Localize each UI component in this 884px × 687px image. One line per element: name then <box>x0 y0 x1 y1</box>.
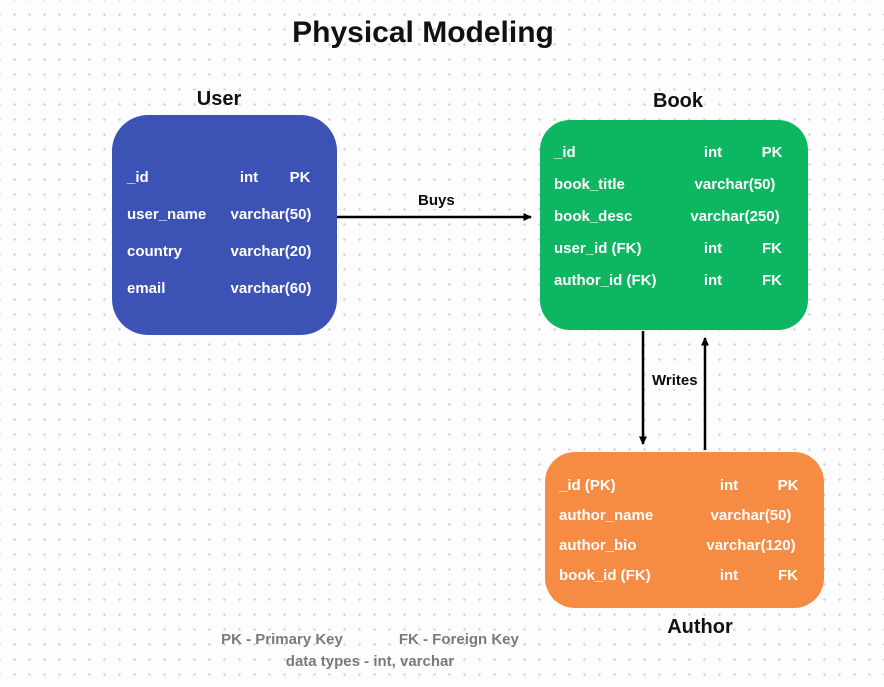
page-title: Physical Modeling <box>292 16 554 49</box>
field-name: _id (PK) <box>559 476 616 494</box>
table-row: _id int PK <box>127 159 322 196</box>
book-table-label[interactable]: Book <box>653 90 703 112</box>
field-key: FK <box>762 239 782 257</box>
field-type: int <box>703 239 723 257</box>
field-type: varchar(120) <box>706 536 796 554</box>
field-key: PK <box>289 169 311 186</box>
field-type: varchar(50) <box>710 506 792 524</box>
field-type: varchar(20) <box>230 243 312 260</box>
table-row: user_name varchar(50) <box>127 196 322 233</box>
field-name: user_id (FK) <box>554 239 642 257</box>
field-name: author_id (FK) <box>554 271 657 289</box>
field-type: varchar(50) <box>694 175 776 193</box>
field-type: int <box>703 143 723 161</box>
field-type: int <box>703 271 723 289</box>
field-name: email <box>127 280 166 297</box>
field-key: PK <box>777 476 799 494</box>
field-type: int <box>239 169 259 186</box>
book-table[interactable]: _id int PK book_title varchar(50) book_de… <box>540 120 808 330</box>
table-row: email varchar(60) <box>127 270 322 307</box>
field-type: varchar(60) <box>230 280 312 297</box>
writes-relationship-label[interactable]: Writes <box>649 372 701 389</box>
field-name: author_name <box>559 506 654 524</box>
field-name: book_desc <box>554 207 633 225</box>
field-name: _id <box>554 143 576 161</box>
legend-fk: FK - Foreign Key <box>398 631 519 648</box>
field-name: country <box>127 243 183 260</box>
buys-relationship-label[interactable]: Buys <box>415 192 458 209</box>
legend-pk: PK - Primary Key <box>221 631 343 648</box>
table-row: author_name varchar(50) <box>559 500 810 530</box>
table-row: country varchar(20) <box>127 233 322 270</box>
user-table-label[interactable]: User <box>196 88 242 110</box>
field-key: PK <box>761 143 783 161</box>
field-name: user_name <box>127 206 207 223</box>
field-type: varchar(250) <box>690 207 780 225</box>
table-row: book_desc varchar(250) <box>554 200 794 232</box>
table-row: book_title varchar(50) <box>554 168 794 200</box>
table-row: author_id (FK) int FK <box>554 264 794 296</box>
table-row: _id int PK <box>554 136 794 168</box>
table-row: author_bio varchar(120) <box>559 530 810 560</box>
field-name: book_title <box>554 175 625 193</box>
field-type: int <box>719 476 739 494</box>
field-key: FK <box>778 566 798 584</box>
field-key: FK <box>762 271 782 289</box>
field-type: int <box>719 566 739 584</box>
table-row: user_id (FK) int FK <box>554 232 794 264</box>
user-table[interactable]: _id int PK user_name varchar(50) country … <box>112 115 337 335</box>
legend: PK - Primary Key FK - Foreign Key data t… <box>180 631 560 670</box>
field-name: _id <box>127 169 149 186</box>
field-type: varchar(50) <box>230 206 312 223</box>
legend-datatypes: data types - int, varchar <box>285 653 455 670</box>
table-row: _id (PK) int PK <box>559 470 810 500</box>
author-table-label[interactable]: Author <box>667 616 733 638</box>
field-name: author_bio <box>559 536 637 554</box>
author-table[interactable]: _id (PK) int PK author_name varchar(50) a… <box>545 452 824 608</box>
field-name: book_id (FK) <box>559 566 651 584</box>
table-row: book_id (FK) int FK <box>559 560 810 590</box>
